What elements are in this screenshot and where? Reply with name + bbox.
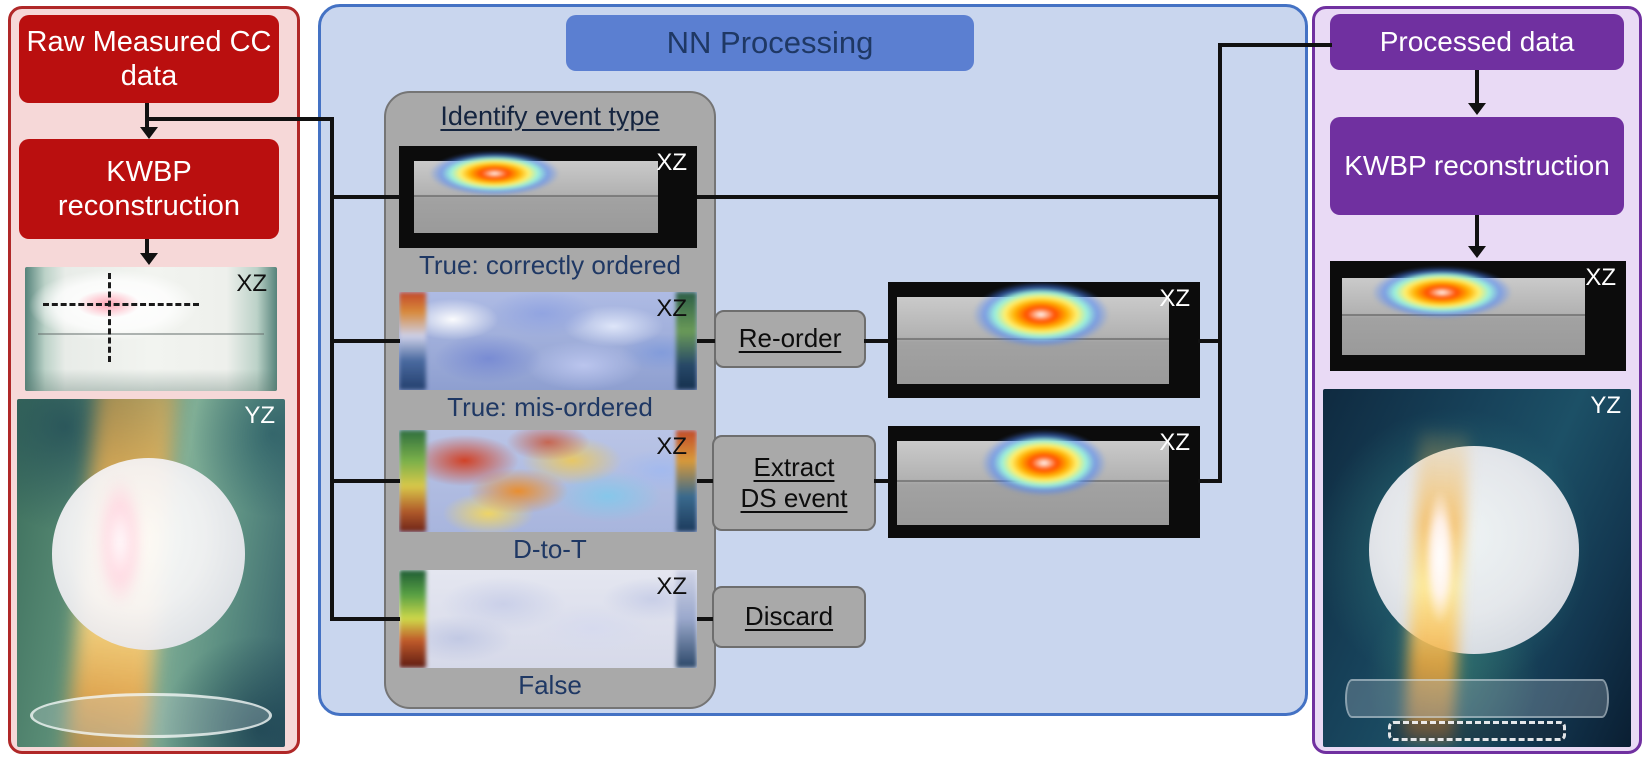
phantom-sphere (51, 458, 245, 650)
connector-output1-to-trunk (1198, 339, 1220, 343)
connector-left-to-nn (147, 117, 334, 121)
yz-reconstruction-left: YZ (17, 399, 285, 747)
reorder-node: Re-order (714, 310, 866, 368)
connector-dtot-to-extract (697, 479, 713, 483)
connector-branch-false (332, 617, 400, 621)
reorder-label: Re-order (738, 323, 842, 354)
kwbp-left-box: KWBP reconstruction (19, 139, 279, 239)
event-thumb-correct: XZ (399, 146, 697, 248)
raw-measured-box: Raw Measured CC data (19, 15, 279, 103)
identify-event-type-container: Identify event type XZ True: correctly o… (384, 91, 716, 709)
event-caption-false: False (518, 670, 582, 700)
xz-reconstruction-right: XZ (1330, 261, 1626, 371)
event-thumb-false: XZ (399, 570, 697, 668)
dose-hotspot (97, 475, 143, 608)
discard-label: Discard (744, 601, 834, 632)
connector-merge-trunk-right (1218, 43, 1222, 483)
reordered-output-image: XZ (888, 282, 1200, 398)
classifier-title: Identify event type (440, 101, 660, 131)
connector-correct-to-output (697, 195, 1222, 199)
arrow-head-down (1468, 103, 1486, 115)
connector-kwbp-to-xz-left (145, 239, 149, 255)
xz-corner-label: XZ (656, 149, 687, 176)
connector-reorder-to-output (864, 339, 890, 343)
kwbp-right-label: KWBP reconstruction (1344, 150, 1610, 182)
extract-ds-node: Extract DS event (712, 435, 876, 531)
dose-hotspot (1424, 489, 1456, 626)
arrow-head-down (140, 253, 158, 265)
xz-corner-label: XZ (1159, 285, 1190, 312)
xz-corner-label: XZ (1159, 429, 1190, 456)
connector-false-to-discard (697, 617, 713, 621)
xz-corner-label: XZ (236, 270, 267, 297)
connector-kwbp-to-xz-right (1475, 215, 1479, 246)
heat-blob (969, 282, 1113, 350)
arrow-head-down (1468, 246, 1486, 258)
crosshair-horizontal (42, 302, 199, 306)
phantom-sphere (1369, 446, 1579, 654)
event-caption-correct: True: correctly ordered (418, 250, 682, 280)
processed-data-panel: Processed data KWBP reconstruction XZ YZ (1312, 6, 1642, 754)
connector-to-processed-data (1218, 43, 1332, 47)
connector-branch-misordered (332, 339, 400, 343)
noise-edge-right (676, 292, 697, 390)
dashed-roi-outline (1387, 720, 1567, 741)
noise-edge-left (399, 570, 426, 668)
event-caption-misordered: True: mis-ordered (447, 392, 653, 422)
xz-corner-label: XZ (656, 573, 687, 600)
nn-processing-title: NN Processing (666, 24, 874, 60)
connector-misordered-to-reorder (697, 339, 715, 343)
kwbp-left-label: KWBP reconstruction (57, 155, 241, 222)
noise-edge-right (676, 570, 697, 668)
xz-corner-label: XZ (1585, 264, 1616, 291)
connector-output2-to-trunk (1198, 479, 1220, 483)
extracted-output-image: XZ (888, 426, 1200, 538)
noise-edge-left (399, 292, 426, 390)
connector-extract-to-output (874, 479, 890, 483)
yz-corner-label: YZ (244, 402, 275, 429)
processed-data-box: Processed data (1330, 14, 1624, 70)
yz-corner-label: YZ (1590, 392, 1621, 419)
connector-branch-trunk-left (330, 117, 334, 621)
xz-corner-label: XZ (656, 433, 687, 460)
connector-processed-to-kwbp (1475, 70, 1479, 103)
xz-corner-label: XZ (656, 295, 687, 322)
xz-reconstruction-left: XZ (25, 267, 277, 391)
raw-measured-label: Raw Measured CC data (26, 25, 272, 92)
discard-node: Discard (712, 586, 866, 648)
heat-blob (425, 150, 563, 197)
heat-blob (978, 428, 1110, 498)
processed-data-label: Processed data (1379, 26, 1575, 58)
event-thumb-dtot: XZ (399, 430, 697, 532)
detector-seam (37, 332, 265, 335)
event-thumb-misordered: XZ (399, 292, 697, 390)
noise-edge-right (676, 430, 697, 532)
connector-branch-dtot (332, 479, 400, 483)
noise-edge-left (399, 430, 426, 532)
nn-processing-title-box: NN Processing (566, 15, 974, 71)
crosshair-vertical (108, 273, 112, 363)
yz-reconstruction-right: YZ (1323, 389, 1631, 747)
heat-blob (1368, 265, 1517, 321)
nn-processing-panel: NN Processing Identify event type XZ Tru… (318, 4, 1308, 716)
connector-branch-correct (332, 195, 400, 199)
phantom-tray (1344, 679, 1610, 719)
extract-ds-label: Extract DS event (740, 451, 848, 513)
arrow-head-down (140, 127, 158, 139)
kwbp-right-box: KWBP reconstruction (1330, 117, 1624, 215)
event-caption-dtot: D-to-T (513, 534, 587, 564)
connector-raw-to-kwbp (145, 103, 149, 128)
phantom-tray (30, 693, 272, 739)
